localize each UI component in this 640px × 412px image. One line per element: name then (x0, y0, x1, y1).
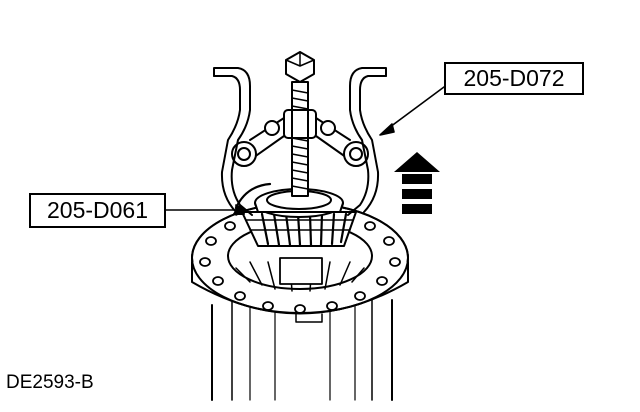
flange-bolt-holes (199, 221, 401, 314)
differential-flange (191, 202, 409, 323)
puller-yoke (231, 109, 369, 167)
puller-jaw-left (213, 67, 253, 216)
axle-housing (211, 299, 393, 401)
callout-leaders (165, 86, 445, 216)
tool-callout-adapter: 205-D061 (29, 193, 166, 228)
figure-identifier: DE2593-B (6, 372, 94, 393)
tool-callout-adapter-label: 205-D061 (46, 197, 149, 223)
puller-jaw-right (347, 67, 387, 216)
pull-direction-arrow-icon (394, 152, 440, 214)
tool-callout-puller: 205-D072 (444, 62, 584, 95)
tapered-roller-bearing (233, 182, 357, 247)
tool-callout-puller-label: 205-D072 (463, 65, 565, 91)
